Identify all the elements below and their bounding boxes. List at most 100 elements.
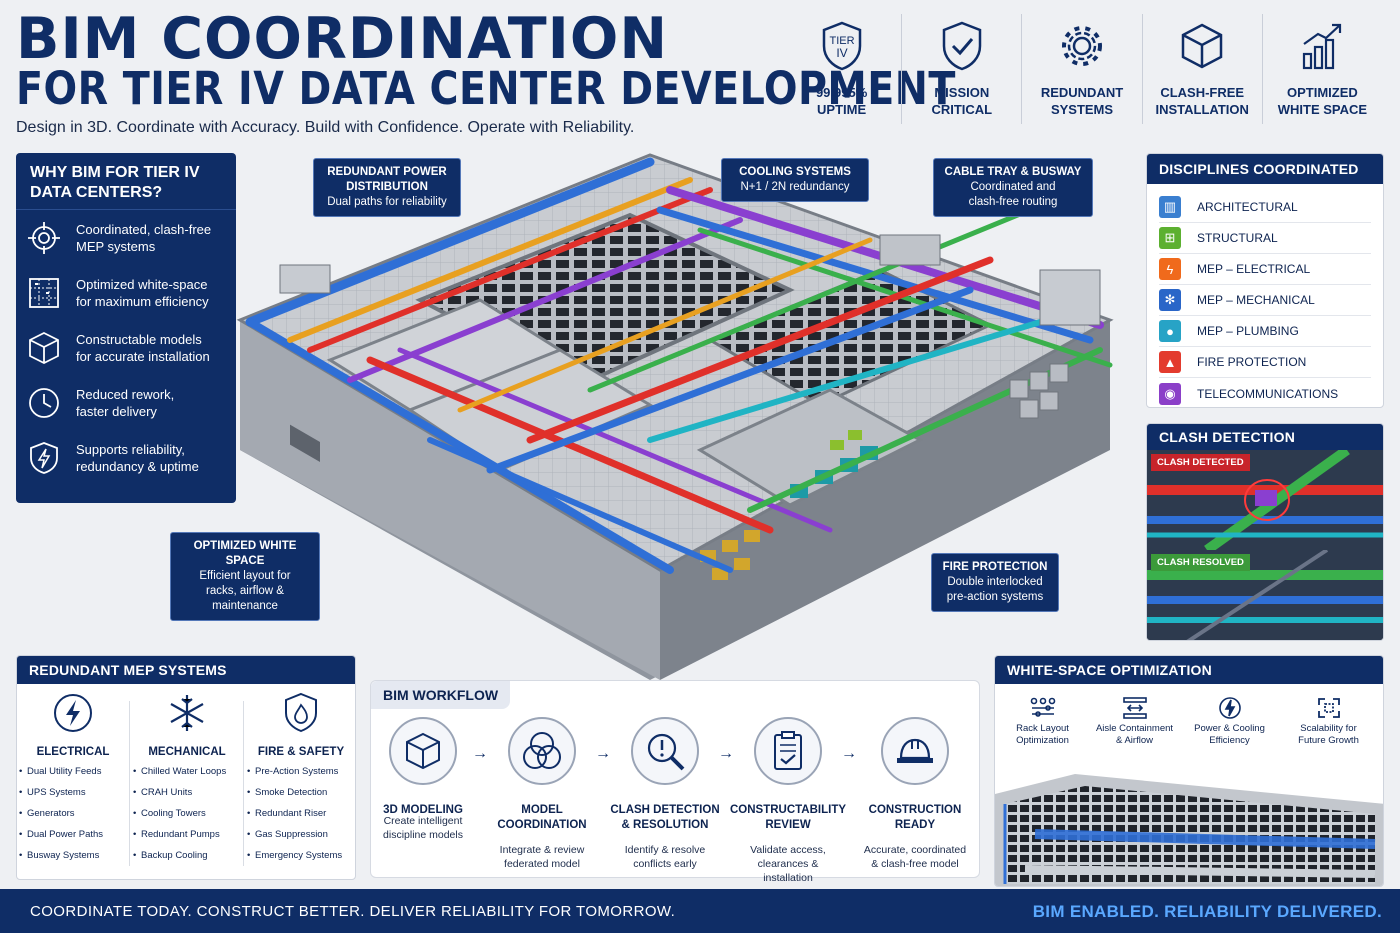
discipline-label: ARCHITECTURAL [1197, 200, 1298, 214]
mep-column-title: MECHANICAL [148, 746, 226, 758]
callout-desc: Coordinated and [970, 181, 1056, 193]
callout-desc: Efficient layout for [199, 570, 291, 582]
callout-redundant-power: REDUNDANT POWER DISTRIBUTION Dual paths f… [313, 158, 461, 217]
why-item-line1: Supports reliability, [76, 441, 185, 457]
callout-desc-line2: racks, airflow & [206, 585, 284, 597]
callout-title: OPTIMIZED WHITE SPACE [193, 540, 297, 567]
mep-column-electrical: ELECTRICAL Dual Utility Feeds UPS System… [17, 691, 129, 876]
clash-title: CLASH DETECTION [1147, 424, 1383, 450]
white-space-item-label: Power & Cooling [1194, 723, 1265, 734]
clash-resolved-label: CLASH RESOLVED [1151, 554, 1250, 571]
badge-line2: CRITICAL [931, 102, 993, 117]
why-item-line2: redundancy & uptime [76, 458, 199, 474]
clash-resolved-image: CLASH RESOLVED [1147, 548, 1383, 640]
workflow-arrow: → [841, 745, 857, 762]
step-title-line2: READY [894, 819, 936, 831]
why-item-line2: MEP systems [76, 238, 156, 254]
page-subtitle: FOR TIER IV DATA CENTER DEVELOPMENT [16, 62, 956, 115]
mep-column-title: FIRE & SAFETY [257, 746, 345, 758]
mep-list-item: Backup Cooling [131, 850, 243, 871]
step-desc-line3: installation [763, 872, 813, 884]
snowflake-icon [170, 695, 204, 731]
why-item-line1: Coordinated, clash-free [76, 221, 212, 237]
flame-icon: ▲ [1159, 351, 1181, 373]
callout-desc-line2: clash-free routing [968, 196, 1058, 208]
step-title-line2: & RESOLUTION [621, 819, 709, 831]
data-center-3d-model-illustration [236, 153, 1114, 680]
discipline-item: ◉TELECOMMUNICATIONS [1159, 378, 1371, 409]
disciplines-panel: DISCIPLINES COORDINATED ▥ ARCHITECTURAL ⊞… [1146, 153, 1384, 408]
callout-title-line2: DISTRIBUTION [346, 181, 428, 193]
mep-list-item: CRAH Units [131, 787, 243, 808]
step-desc-line2: discipline models [383, 829, 463, 841]
aisle-arrows-icon [1122, 697, 1147, 719]
cube-icon [1181, 23, 1223, 69]
step-desc-line2: federated model [504, 858, 580, 870]
disciplines-title: DISCIPLINES COORDINATED [1147, 154, 1383, 184]
workflow-arrow: → [472, 745, 488, 762]
redundant-mep-panel: REDUNDANT MEP SYSTEMS ELECTRICAL Dual Ut… [16, 655, 356, 880]
clock-icon [29, 387, 59, 418]
workflow-arrow: → [595, 745, 611, 762]
callout-desc-line3: maintenance [212, 600, 278, 612]
callout-title: REDUNDANT POWER [327, 166, 447, 178]
white-space-item: Aisle Containment& Airflow [1087, 696, 1182, 747]
step-desc: Accurate, coordinated [863, 844, 967, 856]
growth-chart-icon [1303, 23, 1342, 70]
callout-white-space: OPTIMIZED WHITE SPACE Efficient layout f… [170, 532, 320, 621]
check-shield-icon [942, 21, 982, 71]
why-item-line1: Reduced rework, [76, 386, 175, 402]
lightning-icon: ϟ [1159, 258, 1181, 280]
fan-icon: ✻ [1159, 289, 1181, 311]
step-desc-line2: & clash-free model [871, 858, 959, 870]
power-cooling-icon [1218, 697, 1241, 719]
callout-title: CABLE TRAY & BUSWAY [944, 166, 1082, 178]
discipline-label: FIRE PROTECTION [1197, 355, 1307, 369]
mep-list-item: Dual Power Paths [17, 829, 129, 850]
badge-line1: REDUNDANT [1040, 85, 1124, 100]
page-title: BIM COORDINATION [16, 6, 669, 72]
mep-list-item: Dual Utility Feeds [17, 766, 129, 787]
why-item-line2: for maximum efficiency [76, 293, 209, 309]
discipline-label: MEP – PLUMBING [1197, 324, 1299, 338]
badge-line2: SYSTEMS [1050, 102, 1114, 117]
mep-list-item: Chilled Water Loops [131, 766, 243, 787]
white-space-item-label: Aisle Containment [1095, 723, 1174, 734]
white-space-item-label-line2: Efficiency [1209, 735, 1250, 746]
discipline-label: MEP – MECHANICAL [1197, 293, 1315, 307]
svg-text:TIER: TIER [829, 35, 854, 47]
step-title: 3D MODELING [383, 804, 463, 816]
badge-redundant: REDUNDANT SYSTEMS [1022, 14, 1143, 124]
discipline-item: ▥ ARCHITECTURAL [1159, 192, 1371, 223]
workflow-arrow: → [718, 745, 734, 762]
discipline-item: ● MEP – PLUMBING [1159, 316, 1371, 347]
mep-list-item: UPS Systems [17, 787, 129, 808]
why-item: Supports reliability,redundancy & uptime [16, 430, 236, 485]
step-title: CONSTRUCTABILITY [729, 804, 847, 816]
building-icon: ▥ [1159, 196, 1181, 218]
lightning-circle-icon [54, 694, 92, 732]
step-desc: Integrate & review [499, 844, 585, 856]
mep-list: Chilled Water Loops CRAH Units Cooling T… [131, 766, 243, 871]
why-item-line1: Optimized white-space [76, 276, 208, 292]
water-drop-icon: ● [1159, 320, 1181, 342]
wifi-icon: ◉ [1159, 382, 1181, 405]
hard-hat-icon [897, 738, 933, 763]
callout-desc: Dual paths for reliability [327, 196, 447, 208]
callout-title: COOLING SYSTEMS [739, 166, 851, 178]
why-item-line2: for accurate installation [76, 348, 210, 364]
rack-layout-icon [1030, 697, 1055, 717]
why-title: WHY BIM FOR TIER IV [30, 164, 200, 181]
discipline-item: ⊞STRUCTURAL [1159, 223, 1371, 254]
white-space-rack-render [995, 774, 1383, 886]
